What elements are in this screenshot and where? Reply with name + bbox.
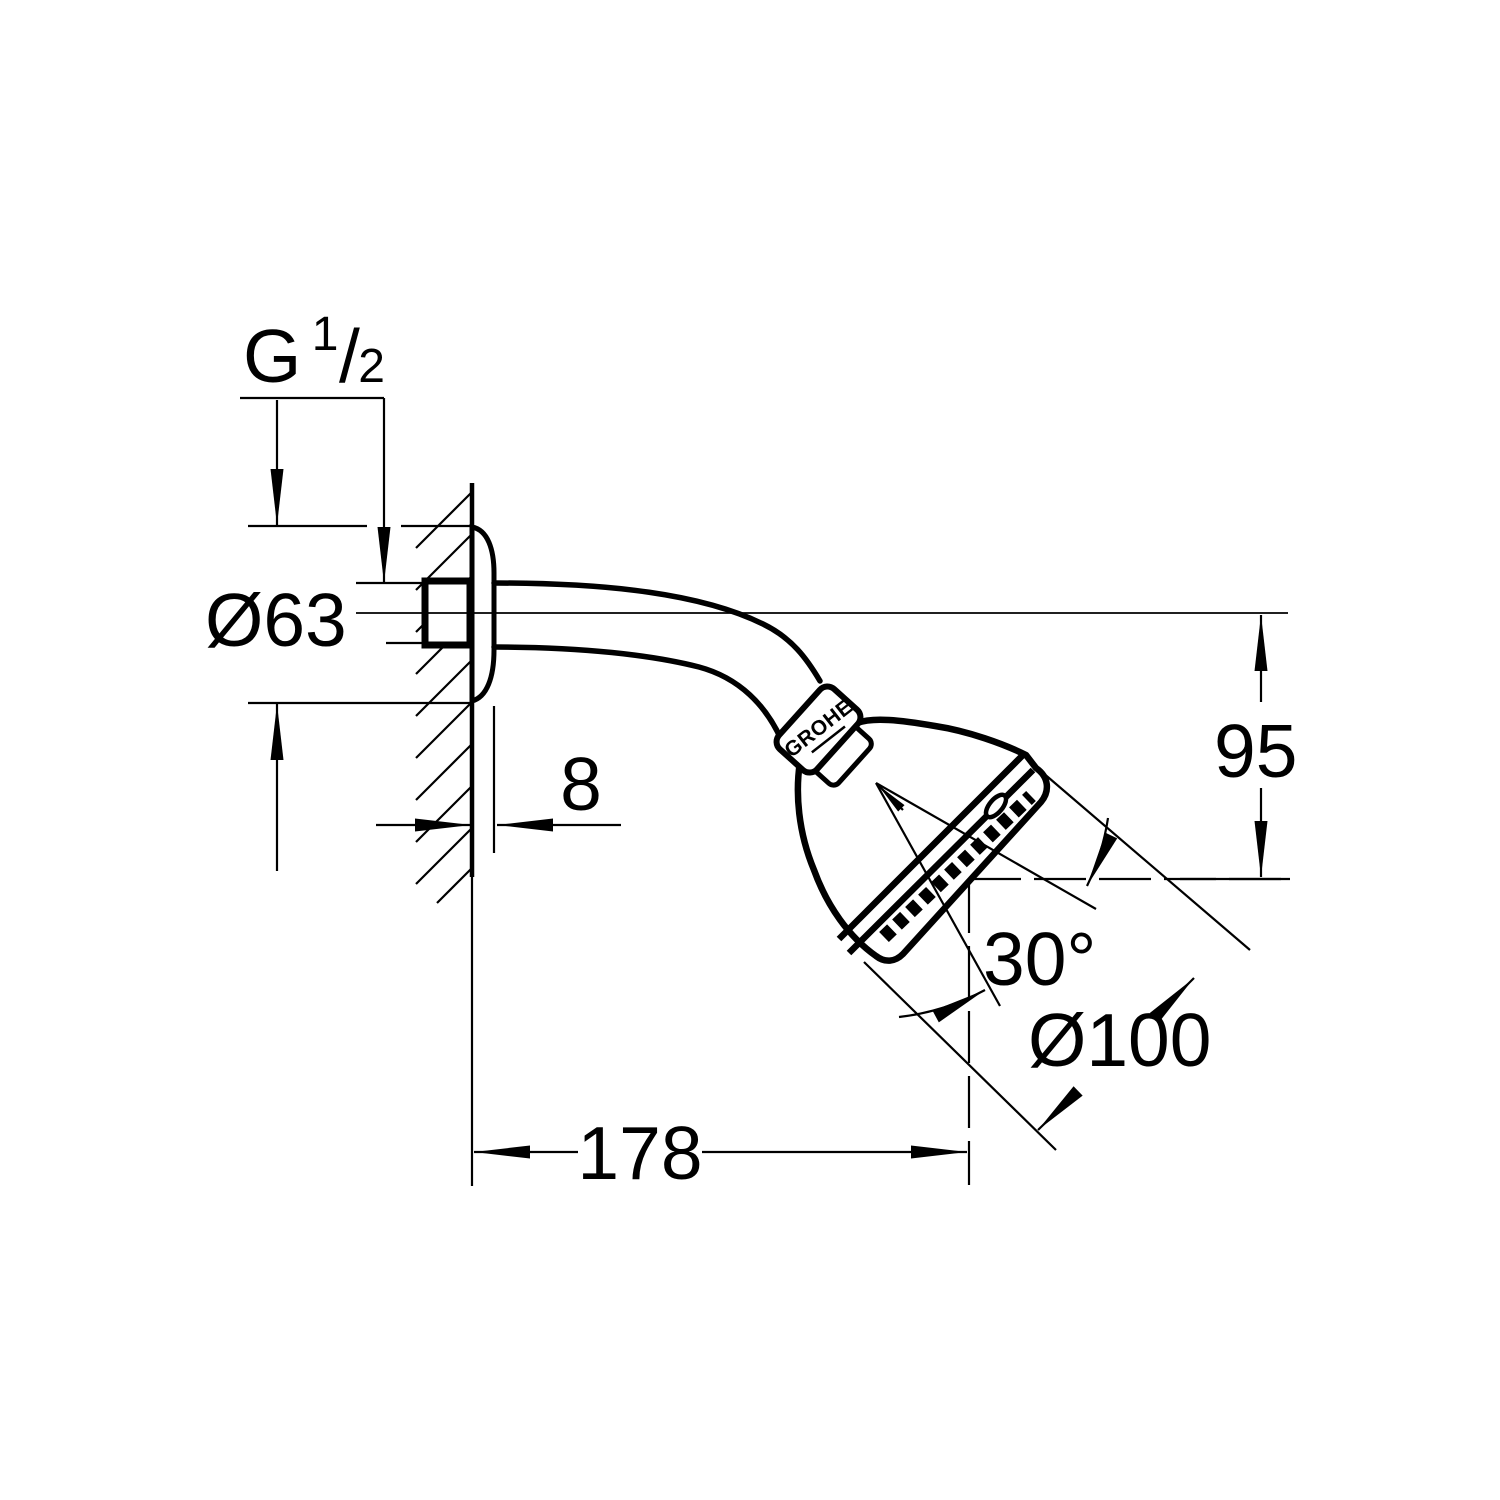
thread-label-denominator: 2 [358,340,385,393]
thread-label-numerator: 1 [312,308,339,361]
dimension-reach: 178 [474,1111,967,1195]
dimension-head-diameter: Ø100 [863,765,1251,1151]
spray-nozzles [879,790,1036,943]
dimension-thread-g-half: G 1 / 2 [240,308,391,583]
wall-offset-label: 8 [560,742,602,826]
wall-hatching [415,491,473,904]
flange-diameter-label: Ø63 [205,578,347,662]
dimension-spray-angle: 30° [875,782,1118,1023]
thread-label-g: G [243,314,301,398]
shower-arm [491,580,823,742]
height-label: 95 [1214,709,1297,793]
head-diameter-label: Ø100 [1028,998,1211,1082]
connector-block [773,683,864,776]
dimension-wall-offset: 8 [376,706,621,853]
spray-mode-nub [983,792,1009,820]
spray-angle-label: 30° [983,917,1096,1001]
wall-flange [469,523,497,705]
thread-label-slash: / [339,314,360,398]
dimension-flange-diameter: Ø63 [205,400,470,871]
svg-text:G 1 / 2: G 1 / 2 [243,308,385,398]
shower-head-body [794,716,1051,964]
reference-lines [967,877,1287,1185]
dimension-height: 95 [1180,615,1297,881]
reach-label: 178 [577,1111,702,1195]
